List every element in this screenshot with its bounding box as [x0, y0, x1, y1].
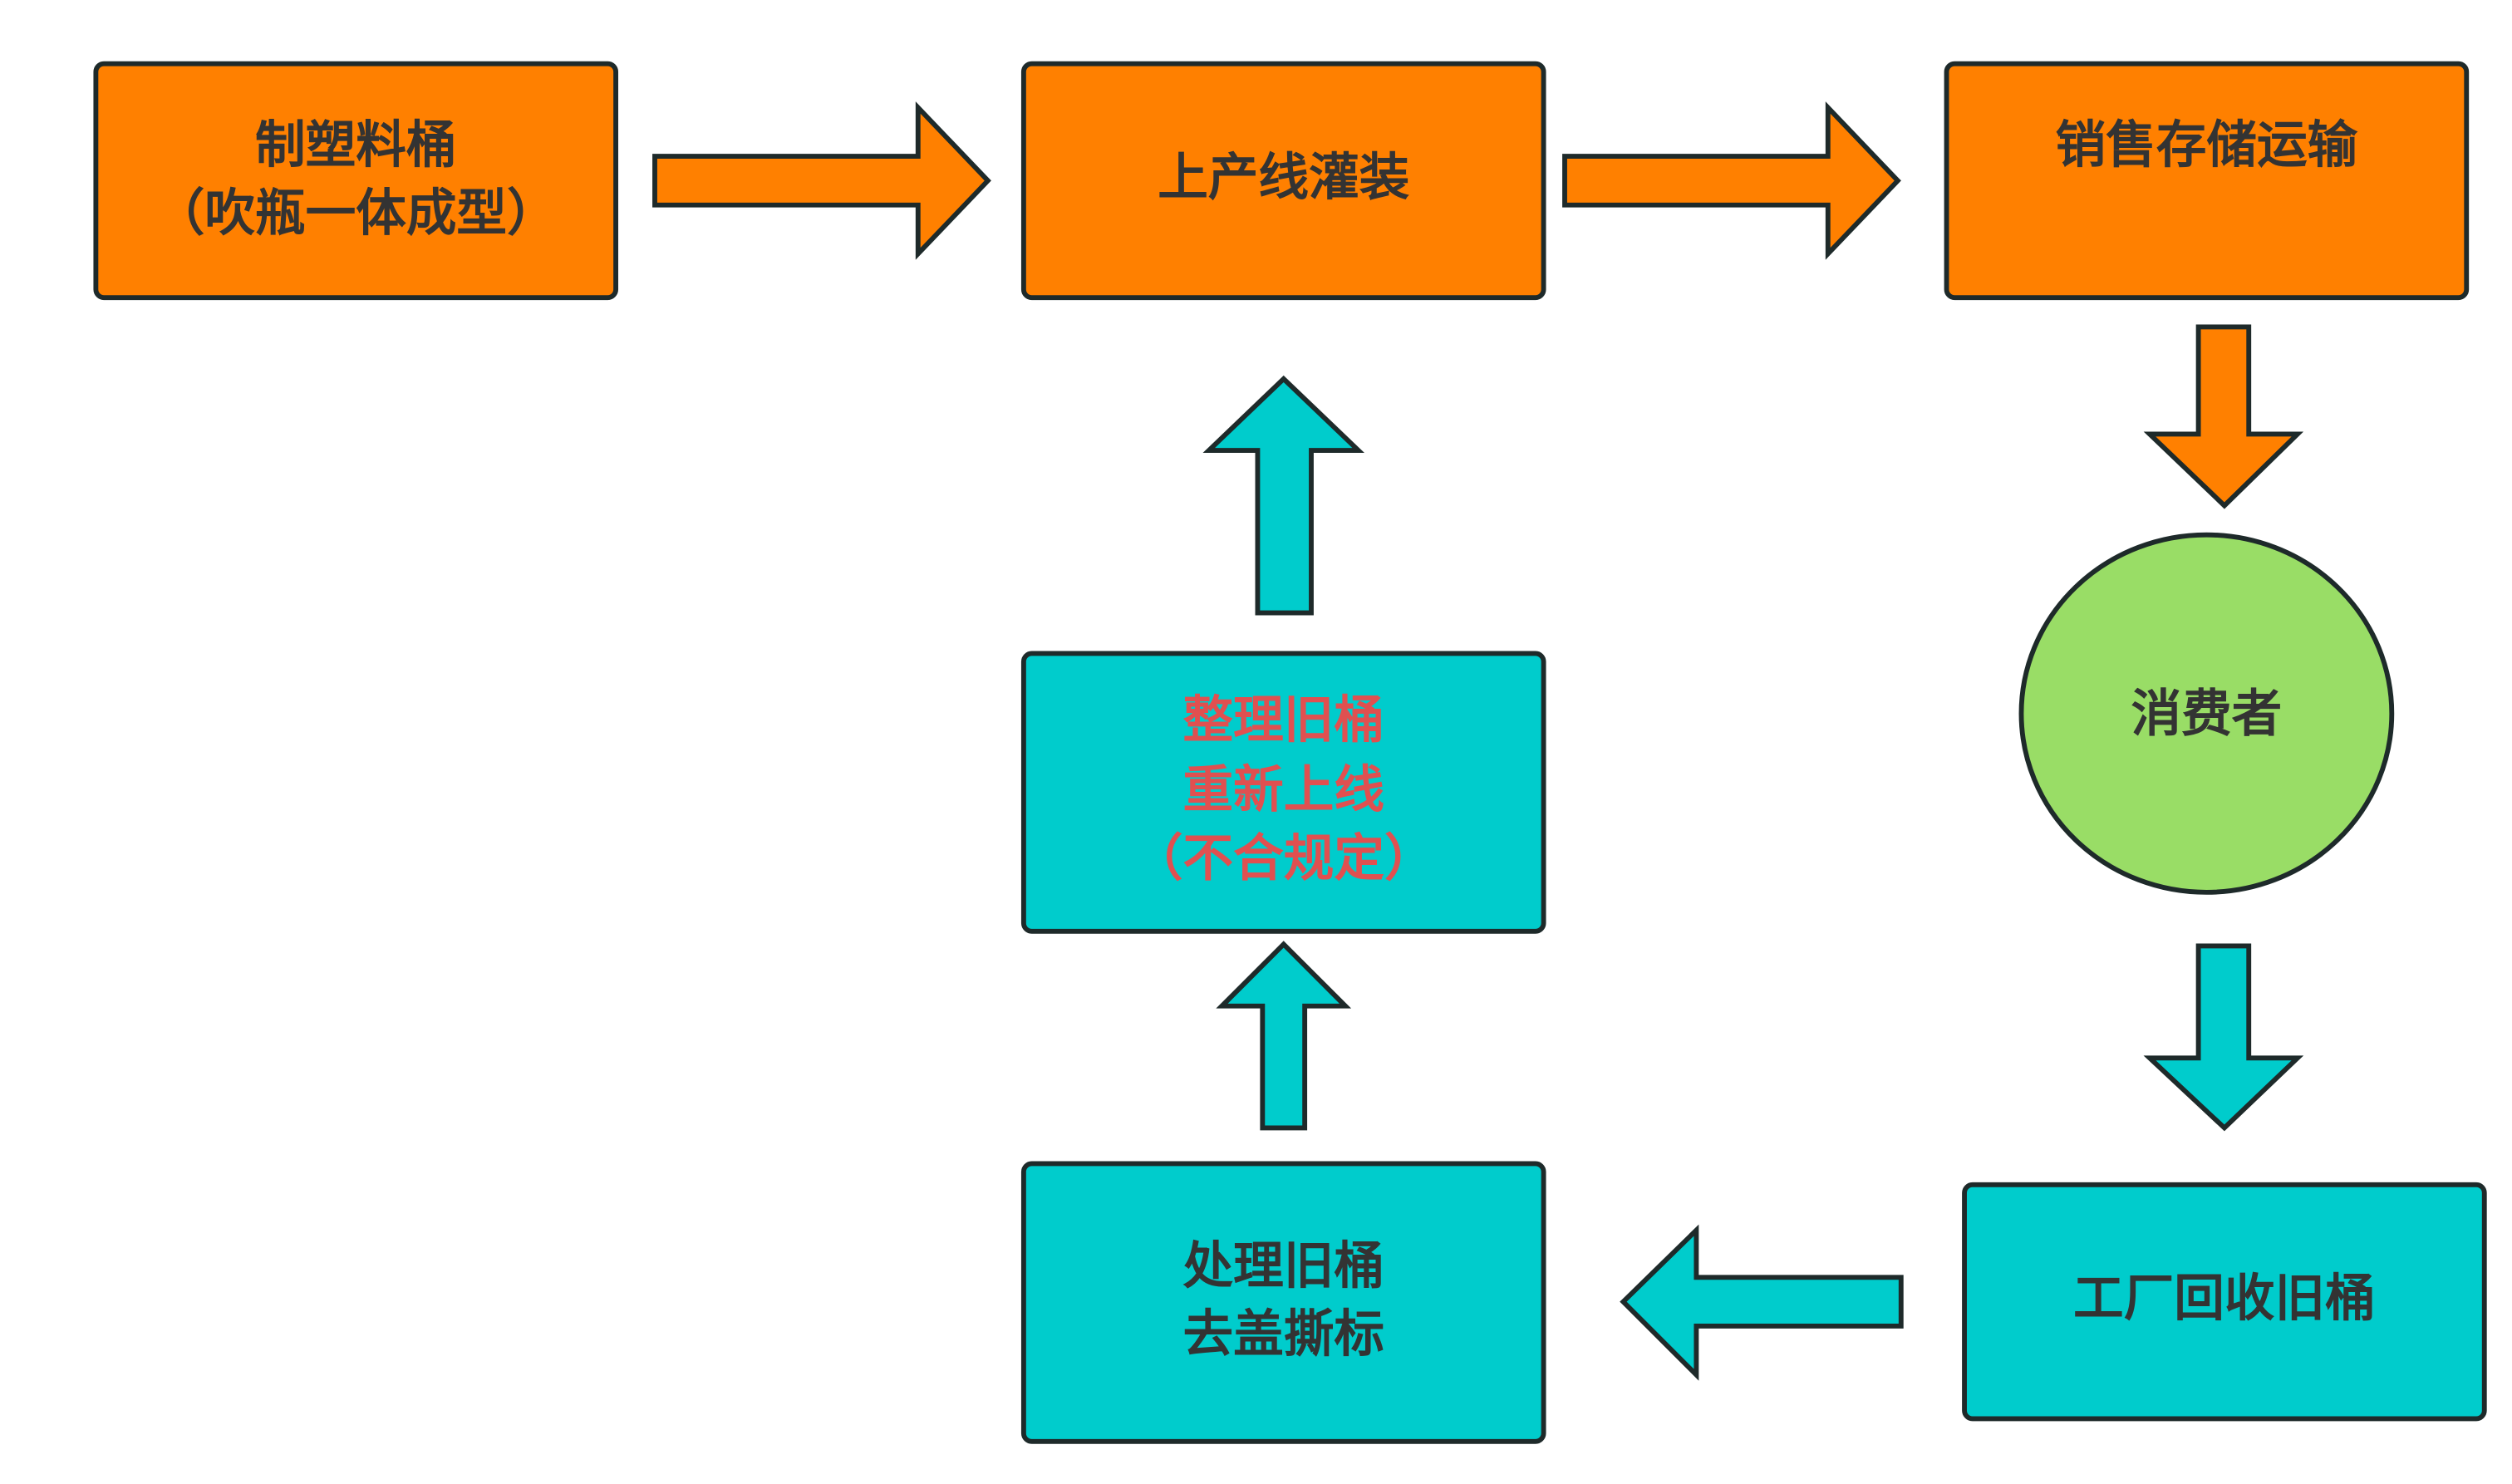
node-process-old: 处理旧桶 去盖撕标	[1020, 1161, 1546, 1444]
node-process-old-line2: 去盖撕标	[1183, 1305, 1384, 1364]
node-relaunch-line2: 重新上线	[1183, 761, 1384, 819]
arrow-make-to-filling	[652, 101, 991, 260]
node-sales-label: 销售存储运输	[2056, 116, 2358, 174]
node-relaunch-line3: （不合规定）	[1133, 829, 1435, 887]
arrow-sales-to-consumer	[2143, 324, 2304, 509]
node-consumer-label: 消费者	[2131, 685, 2282, 743]
node-make-bucket-line1: 制塑料桶	[255, 116, 456, 174]
node-consumer: 消费者	[2018, 532, 2395, 895]
arrow-consumer-to-recycle	[2143, 943, 2304, 1132]
node-make-bucket: 制塑料桶 （吹瓶一体成型）	[93, 61, 619, 301]
node-filling-label: 上产线灌装	[1158, 149, 1409, 207]
node-relaunch-line1: 整理旧桶	[1183, 691, 1384, 749]
arrow-filling-to-sales	[1562, 101, 1901, 260]
node-filling: 上产线灌装	[1020, 61, 1546, 301]
arrow-process-to-relaunch	[1216, 941, 1352, 1131]
arrow-recycle-to-process	[1620, 1224, 1904, 1381]
node-recycle: 工厂回收旧桶	[1962, 1182, 2487, 1422]
node-process-old-line1: 处理旧桶	[1183, 1237, 1384, 1295]
node-sales: 销售存储运输	[1944, 61, 2470, 301]
node-recycle-label: 工厂回收旧桶	[2073, 1270, 2376, 1328]
node-make-bucket-line2: （吹瓶一体成型）	[155, 184, 558, 243]
node-relaunch: 整理旧桶 重新上线 （不合规定）	[1020, 651, 1546, 934]
arrow-relaunch-to-filling	[1202, 375, 1364, 616]
